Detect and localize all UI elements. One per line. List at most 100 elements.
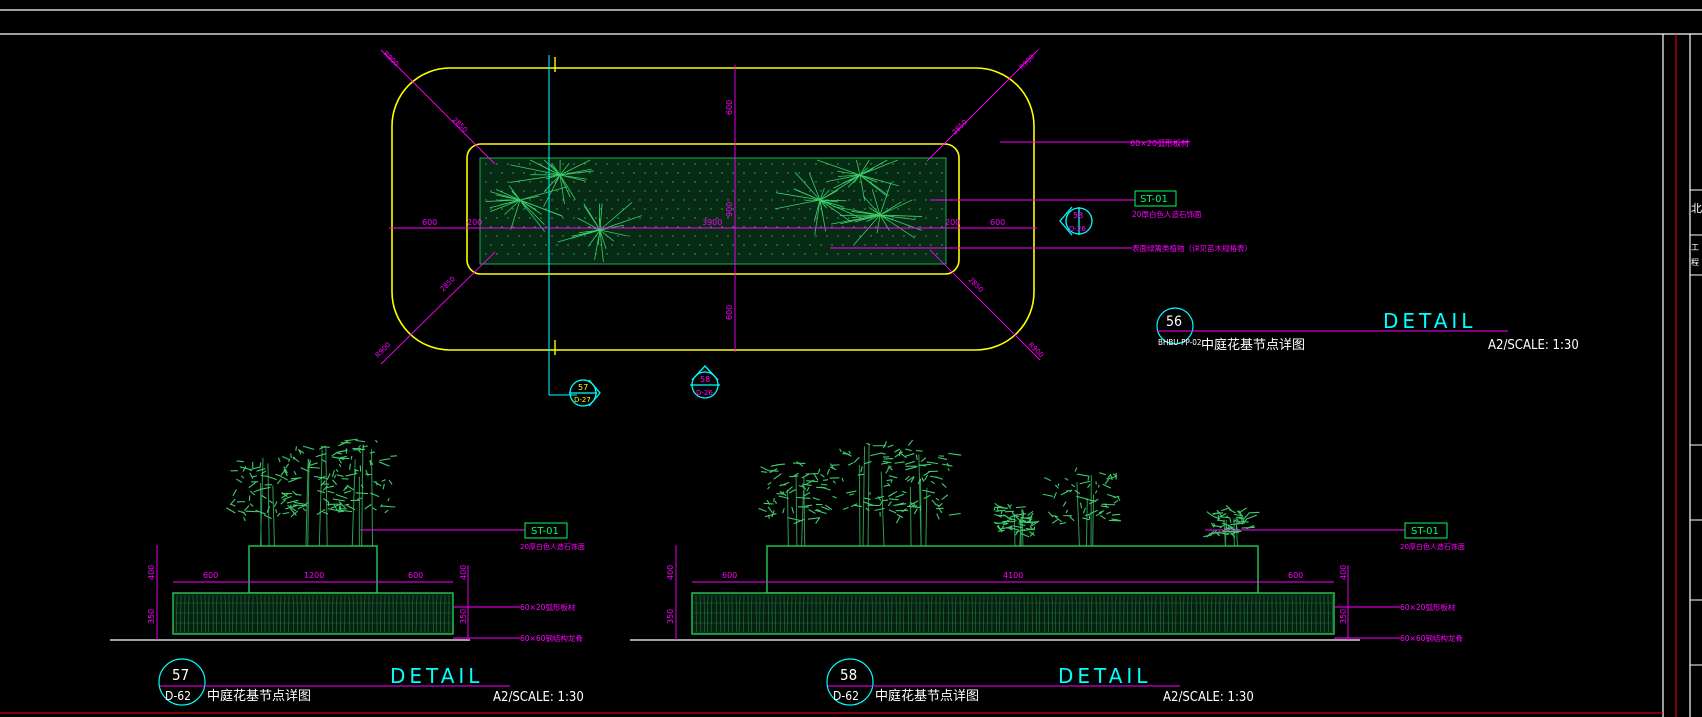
plant-leaf: [335, 468, 339, 473]
bed-dot: [688, 244, 690, 246]
plant-leaf: [1029, 531, 1035, 536]
plant-leaf: [857, 473, 865, 476]
shrub-branch: [868, 207, 881, 216]
hatch-line: [284, 594, 286, 633]
plant-leaf: [1234, 513, 1242, 517]
bed-dot: [908, 226, 910, 228]
elevation-57: 600 1200 600 400 350 400 350 ST-01 20厚白色…: [110, 438, 585, 643]
bed-dot: [573, 253, 575, 255]
elev-dim: 350: [1339, 609, 1348, 624]
plant-leaf: [937, 457, 948, 460]
bed-dot: [606, 253, 608, 255]
planter-inner-outline: [466, 143, 960, 275]
plant-leaf: [803, 492, 811, 497]
plant-leaf: [1042, 493, 1054, 497]
bed-dot: [485, 235, 487, 237]
plant-leaf: [788, 489, 797, 494]
plant-leaf: [286, 499, 299, 504]
plant-leaf: [295, 446, 298, 451]
elevation-lower-box: [691, 592, 1335, 635]
plant-leaf: [829, 466, 837, 471]
bed-dot: [754, 244, 756, 246]
plant-leaf: [879, 500, 883, 506]
plan-tag: ST-01: [1140, 194, 1168, 205]
bed-dot: [639, 181, 641, 183]
hatch-line: [1283, 594, 1286, 633]
plant-leaf: [1020, 532, 1030, 538]
plant-leaf: [881, 462, 889, 465]
bed-dot: [562, 199, 564, 201]
bed-dot: [529, 163, 531, 165]
elev-57-dimension-lines: [156, 529, 525, 640]
plant-leaf: [339, 502, 346, 509]
elev-tag: ST-01: [531, 526, 559, 537]
plant-leaf: [1047, 511, 1054, 518]
plant-leaf: [842, 452, 851, 456]
shrub-branch: [879, 214, 916, 221]
bed-dot: [496, 163, 498, 165]
plant-leaf: [1079, 502, 1083, 509]
plant-stem: [862, 446, 866, 547]
plant-leaf: [337, 457, 350, 460]
plant-stem: [1085, 499, 1088, 547]
plant-leaf: [760, 471, 768, 473]
plant-leaf: [336, 452, 342, 455]
bed-dot: [837, 163, 839, 165]
bed-dot: [523, 226, 525, 228]
bed-dot: [732, 190, 734, 192]
plant-leaf: [282, 496, 292, 501]
plant-leaf: [922, 489, 936, 494]
plant-leaf: [242, 511, 247, 516]
plant-leaf: [335, 493, 348, 499]
plant-leaf: [290, 453, 292, 459]
hatch-line: [871, 594, 873, 633]
hatch-line: [352, 594, 354, 633]
bed-dot: [650, 199, 652, 201]
bed-dot: [710, 172, 712, 174]
bed-dot: [501, 244, 503, 246]
plant-leaf: [1233, 519, 1237, 523]
bed-dot: [672, 181, 674, 183]
plant-leaf: [806, 480, 819, 483]
plant-leaf: [815, 517, 820, 524]
plant-leaf: [935, 497, 940, 501]
plant-leaf: [887, 490, 898, 497]
shrub-branch: [543, 174, 561, 192]
plant-leaf: [1004, 510, 1015, 513]
bed-dot: [782, 181, 784, 183]
plan-dim: 600: [422, 218, 437, 227]
plan-note: 表面绿篱类植物（详见苗木规格表）: [1132, 243, 1252, 253]
elev-tag-box: [524, 522, 568, 539]
plant-leaf: [843, 506, 849, 510]
plant-leaf: [293, 501, 306, 506]
plant-leaf: [816, 486, 826, 489]
plant-leaf: [817, 468, 821, 474]
bed-dot: [870, 253, 872, 255]
bed-dot: [485, 163, 487, 165]
plant-leaf: [887, 501, 892, 507]
plant-leaf: [236, 478, 243, 483]
plant-stem: [325, 446, 328, 547]
plant-leaf: [1219, 523, 1226, 529]
shrub-branch: [838, 174, 861, 177]
bed-dot: [776, 244, 778, 246]
bed-dot: [721, 172, 723, 174]
bed-dot: [842, 226, 844, 228]
plant-leaf: [1106, 493, 1116, 498]
plant-leaf: [997, 505, 1007, 510]
section-marker: 58 D-26: [690, 365, 720, 399]
shrub-branch: [819, 199, 845, 208]
plant-leaf: [904, 460, 915, 465]
bed-dot: [639, 217, 641, 219]
plant-leaf: [1069, 489, 1073, 493]
plant-leaf: [866, 442, 871, 446]
bed-dot: [760, 217, 762, 219]
bed-dot: [716, 235, 718, 237]
bed-dot: [573, 163, 575, 165]
bed-dot: [694, 217, 696, 219]
bed-dot: [716, 181, 718, 183]
elev-dim: 600: [408, 571, 423, 580]
bed-dot: [765, 190, 767, 192]
bed-dot: [815, 253, 817, 255]
plant-leaf: [1064, 477, 1069, 481]
